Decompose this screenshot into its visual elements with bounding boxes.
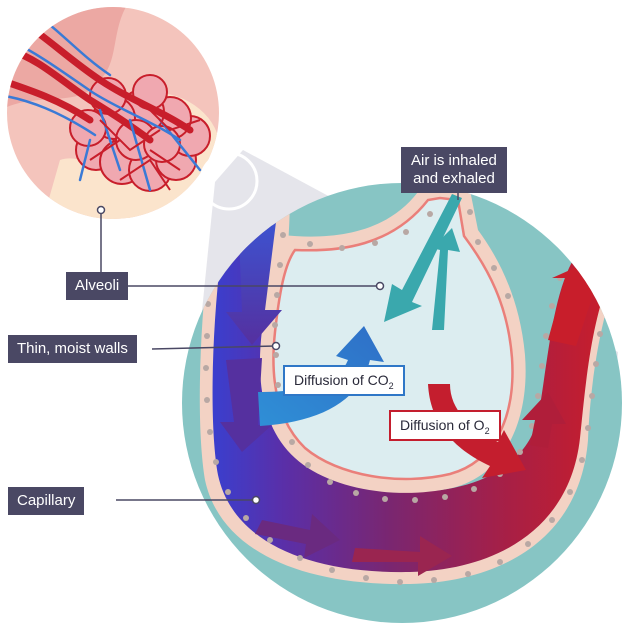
blood-flow-arrow-bottom-1: [255, 514, 340, 558]
label-thin-moist-walls: Thin, moist walls: [8, 335, 137, 363]
label-air-line2: and exhaled: [413, 170, 495, 187]
label-air-line1: Air is inhaled: [411, 152, 497, 169]
capillary-blood: [212, 200, 608, 573]
label-alveoli: Alveoli: [66, 272, 129, 300]
oxygenated-flow-arrow-up: [522, 392, 566, 448]
label-air-inhaled-exhaled: Air is inhaled and exhaled: [401, 147, 507, 193]
wall-cells: [203, 202, 609, 585]
co2-label-text: Diffusion of CO: [294, 372, 389, 388]
air-arrow-in: [384, 194, 462, 322]
co2-diffusion-arrow: [258, 326, 384, 426]
label-diffusion-co2: Diffusion of CO2: [283, 365, 405, 396]
blood-flow-arrow-down: [220, 358, 272, 452]
magnified-alveolus: [182, 183, 622, 623]
o2-label-subscript: 2: [484, 425, 490, 436]
co2-label-subscript: 2: [388, 380, 394, 391]
air-arrow-out: [432, 228, 460, 330]
leader-dots: [96, 205, 385, 505]
label-diffusion-o2: Diffusion of O2: [389, 410, 501, 441]
o2-label-text: Diffusion of O: [400, 417, 485, 433]
label-capillary: Capillary: [8, 487, 85, 515]
label-alveoli-text: Alveoli: [75, 277, 120, 294]
magnifier-circle: [199, 151, 259, 211]
blood-flow-arrow-bottom-2: [352, 536, 452, 576]
lung-inset-illustration: [7, 7, 219, 219]
label-walls-text: Thin, moist walls: [17, 340, 128, 357]
label-capillary-text: Capillary: [17, 492, 76, 509]
